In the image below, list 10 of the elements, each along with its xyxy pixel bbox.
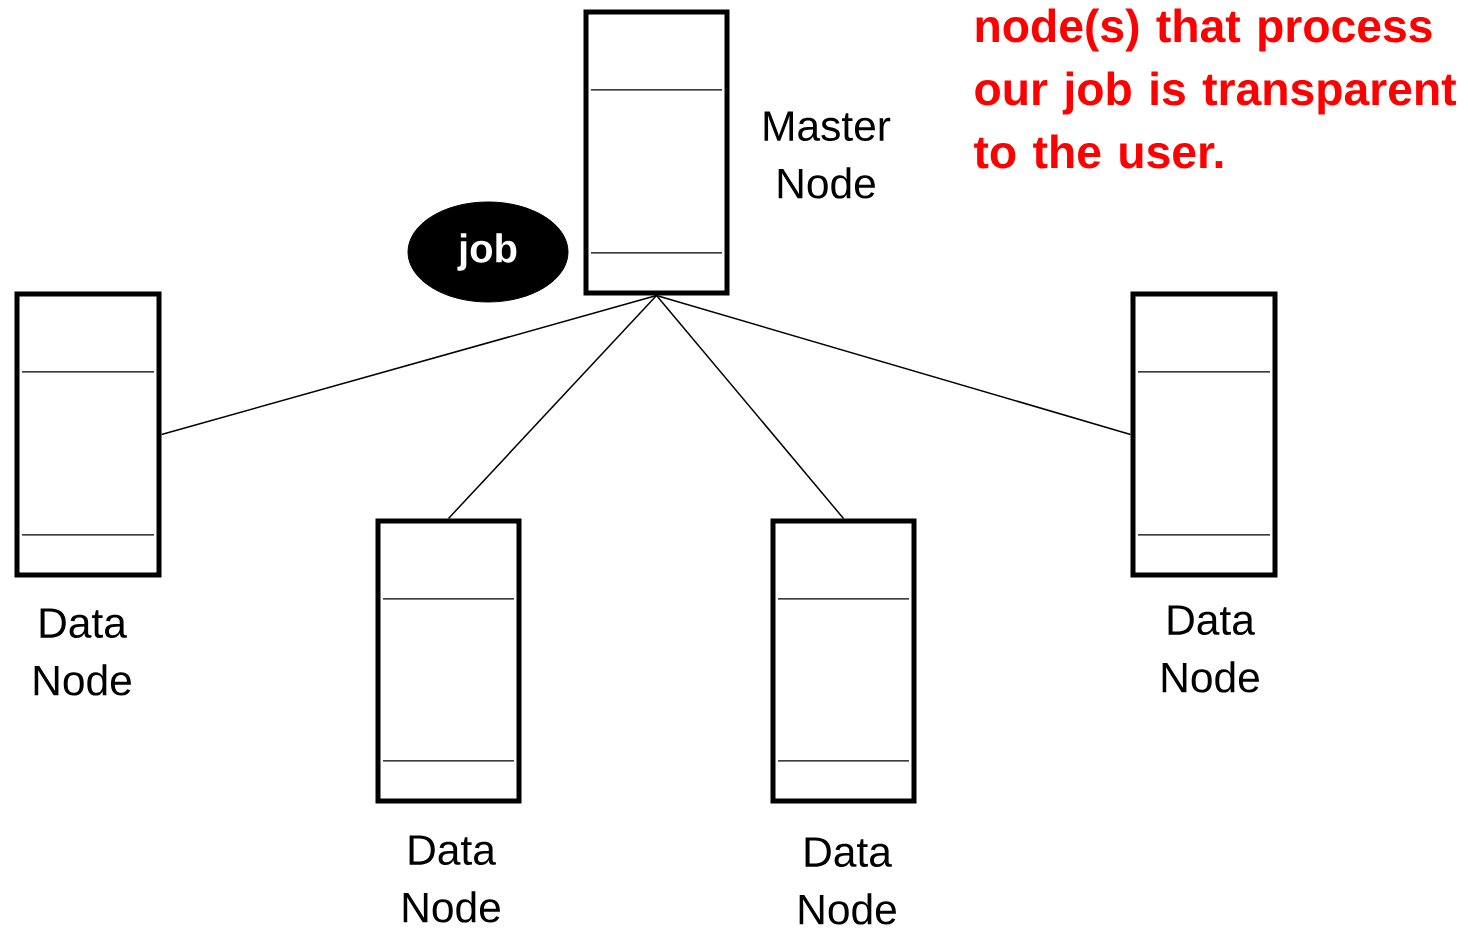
node-label: Master Node <box>764 111 891 199</box>
node-label: Data Node <box>34 608 131 696</box>
node-label: Data Node <box>799 837 896 925</box>
note-text: node(s) that process our job is transparent to the user. <box>974 8 1457 169</box>
connector-line <box>655 294 845 520</box>
connector-line <box>655 294 1132 436</box>
connector-line <box>447 294 658 520</box>
connector-line <box>160 294 658 436</box>
node-label: Data Node <box>403 835 500 923</box>
node-label: Data Node <box>1162 605 1259 693</box>
